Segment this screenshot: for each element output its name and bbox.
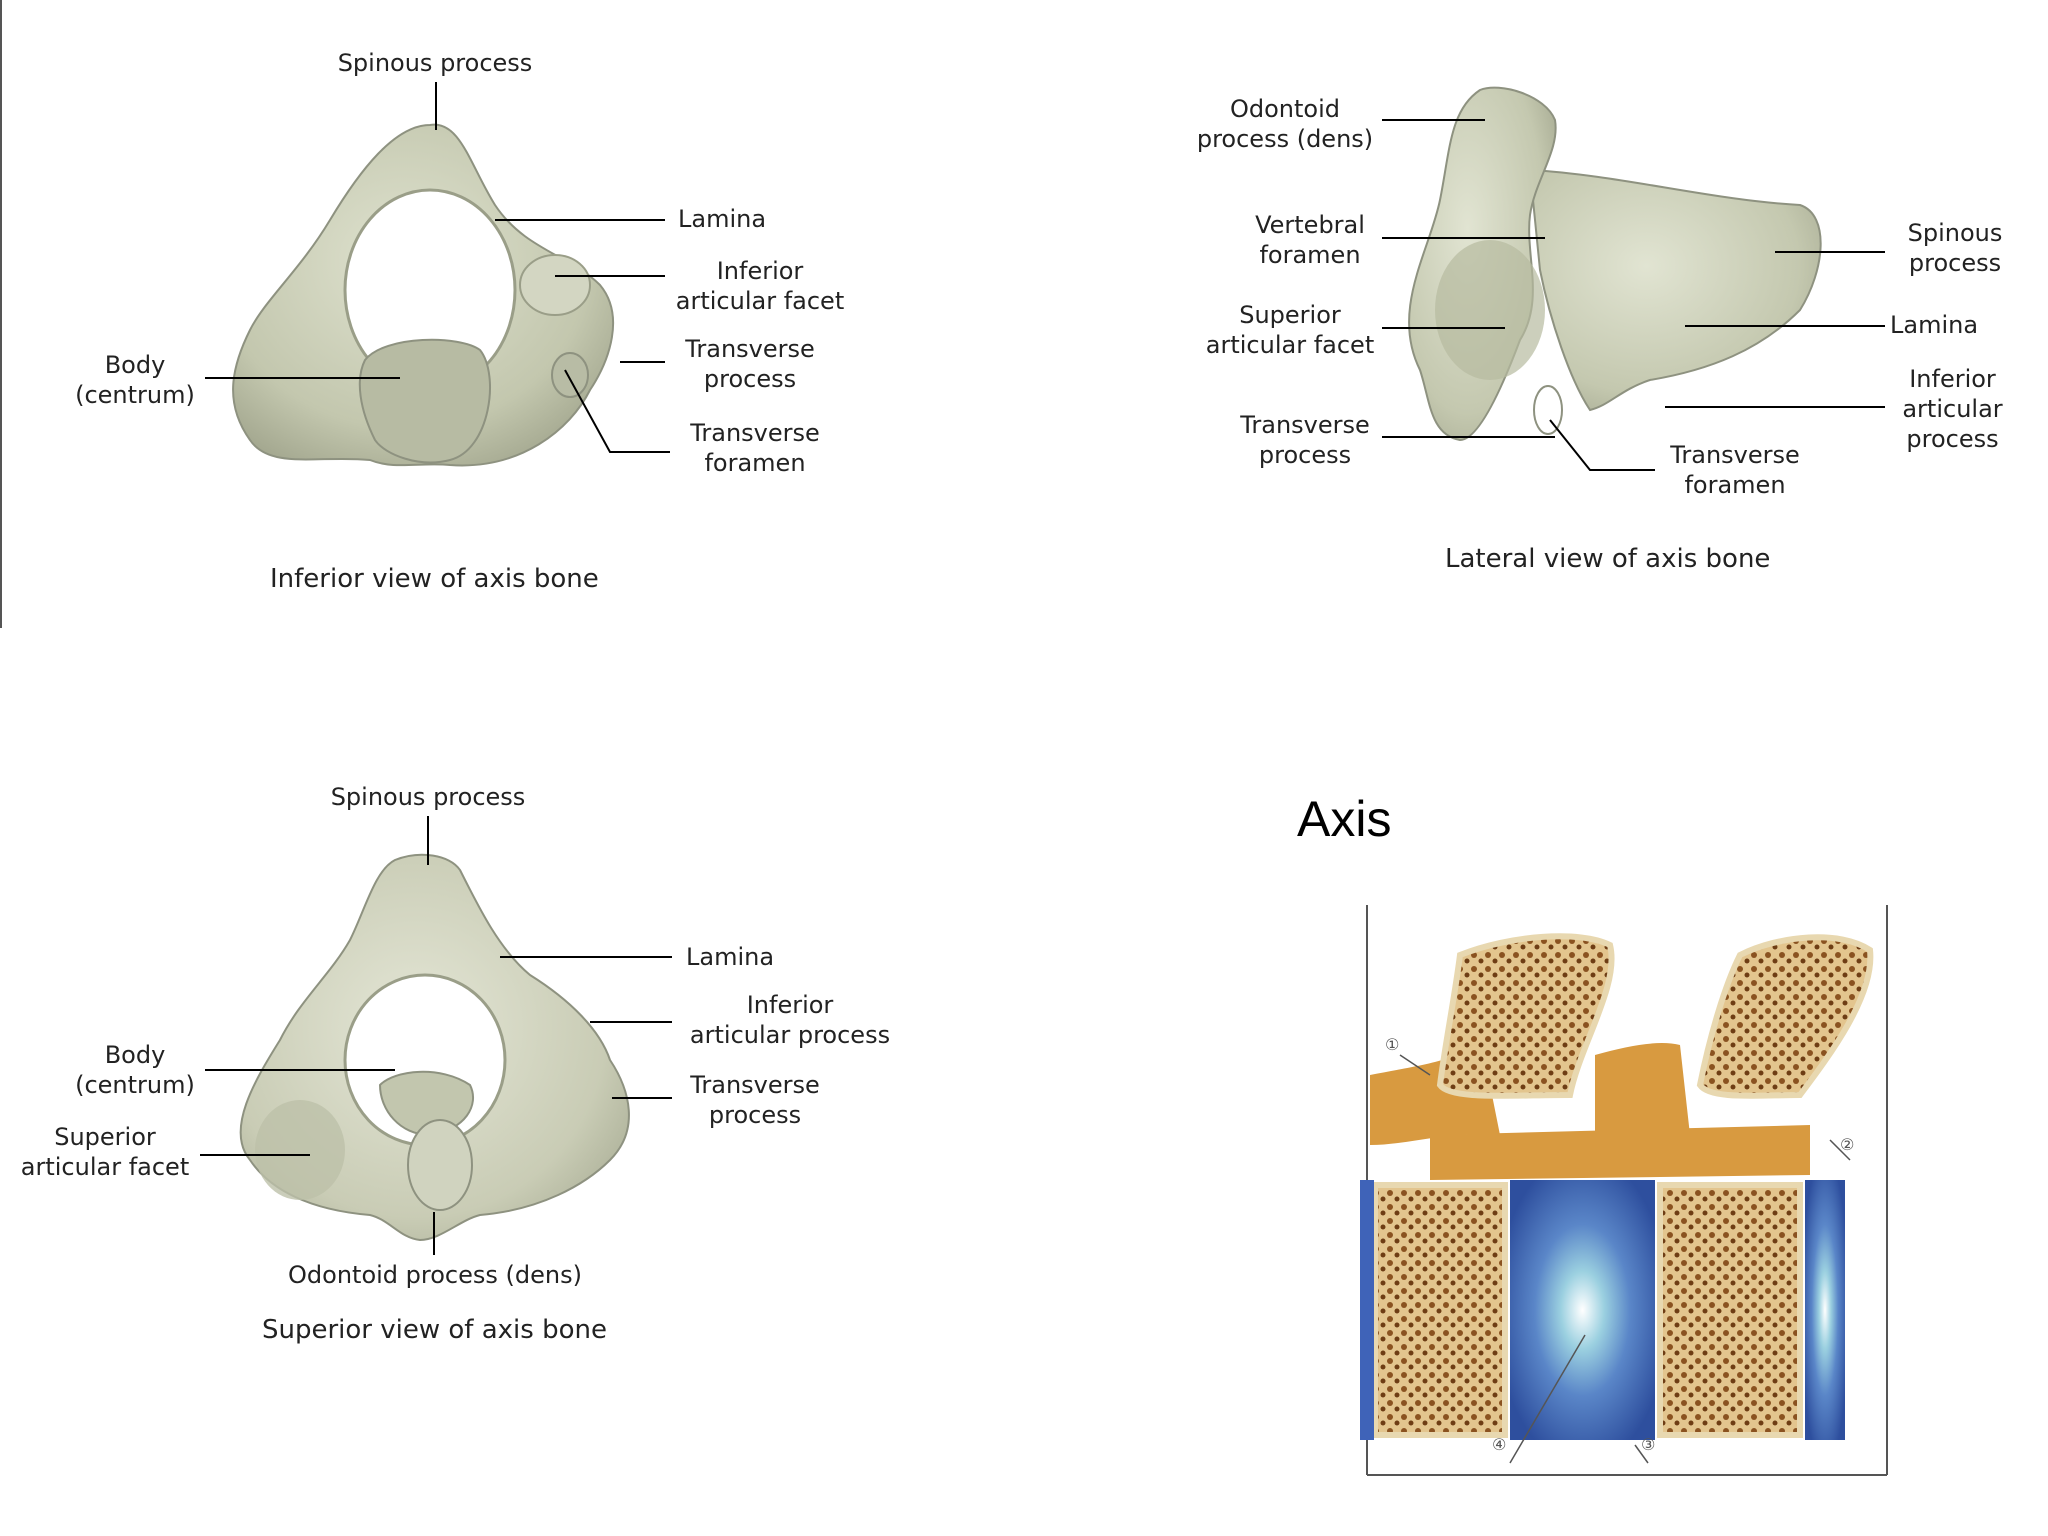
label-body-centrum: Body (centrum) [55, 350, 215, 410]
label-transverse-foramen-text: Transverse foramen [690, 419, 820, 477]
label-transverse-process-text: Transverse process [1240, 411, 1370, 469]
marker-4: ④ [1492, 1435, 1507, 1454]
superior-view-panel: Spinous process Lamina Inferior articula… [0, 760, 950, 1380]
label-spinous-process-text: Spinous process [1907, 219, 2003, 277]
label-superior-articular-facet: Superior articular facet [5, 1122, 205, 1182]
label-superior-articular-facet-text: Superior articular facet [20, 1123, 190, 1181]
label-vertebral-foramen-text: Vertebral foramen [1255, 211, 1365, 269]
label-odontoid-process-text: Odontoid process (dens) [1196, 95, 1374, 153]
label-body-centrum-text: Body (centrum) [75, 351, 195, 409]
label-odontoid-process: Odontoid process (dens) [288, 1261, 582, 1289]
label-transverse-foramen-text: Transverse foramen [1670, 441, 1800, 499]
label-inferior-articular-facet-text: Inferior articular facet [675, 257, 845, 315]
label-spinous-process: Spinous process [330, 783, 526, 811]
page-title: Axis [1297, 791, 1392, 847]
label-transverse-process: Transverse process [670, 1070, 840, 1130]
lateral-view-bone-illustration [1382, 86, 1885, 471]
inferior-view-bone-illustration [205, 82, 670, 467]
label-body-centrum-text: Body (centrum) [75, 1041, 195, 1099]
left-border-line [0, 0, 2, 628]
label-spinous-process: Spinous process [1890, 218, 2020, 278]
label-superior-articular-facet: Superior articular facet [1190, 300, 1390, 360]
label-odontoid-process: Odontoid process (dens) [1180, 94, 1390, 154]
caption-lateral-view: Lateral view of axis bone [1445, 544, 1771, 574]
label-lamina: Lamina [1890, 311, 1979, 339]
label-inferior-articular-process: Inferior articular process [1885, 364, 2020, 454]
label-transverse-foramen: Transverse foramen [1650, 440, 1820, 500]
marker-1: ① [1385, 1035, 1400, 1054]
label-inferior-articular-process-text: Inferior articular process [1902, 365, 2003, 453]
label-transverse-process: Transverse process [1220, 410, 1390, 470]
label-lamina: Lamina [678, 205, 767, 233]
label-transverse-process-text: Transverse process [690, 1071, 820, 1129]
label-spinous-process: Spinous process [337, 49, 533, 77]
spine-section-illustration [1360, 905, 1888, 1476]
caption-inferior-view: Inferior view of axis bone [270, 564, 599, 594]
lateral-view-panel: Odontoid process (dens) Vertebral forame… [1150, 0, 2048, 620]
label-superior-articular-facet-text: Superior articular facet [1205, 301, 1375, 359]
label-body-centrum: Body (centrum) [55, 1040, 215, 1100]
marker-3: ③ [1641, 1435, 1656, 1454]
label-vertebral-foramen: Vertebral foramen [1230, 210, 1390, 270]
label-transverse-process: Transverse process [665, 334, 835, 394]
caption-superior-view: Superior view of axis bone [262, 1315, 607, 1345]
label-inferior-articular-facet: Inferior articular facet [665, 256, 855, 316]
label-inferior-articular-process-text: Inferior articular process [689, 991, 891, 1049]
inferior-view-panel: Spinous process Lamina Inferior articula… [0, 0, 900, 620]
marker-2: ② [1840, 1135, 1855, 1154]
label-transverse-foramen: Transverse foramen [670, 418, 840, 478]
label-inferior-articular-process: Inferior articular process [670, 990, 910, 1050]
spine-section-panel: ① ② ③ ④ [1330, 895, 1950, 1485]
label-lamina: Lamina [686, 943, 775, 971]
label-transverse-process-text: Transverse process [685, 335, 815, 393]
superior-view-bone-illustration [200, 816, 672, 1255]
